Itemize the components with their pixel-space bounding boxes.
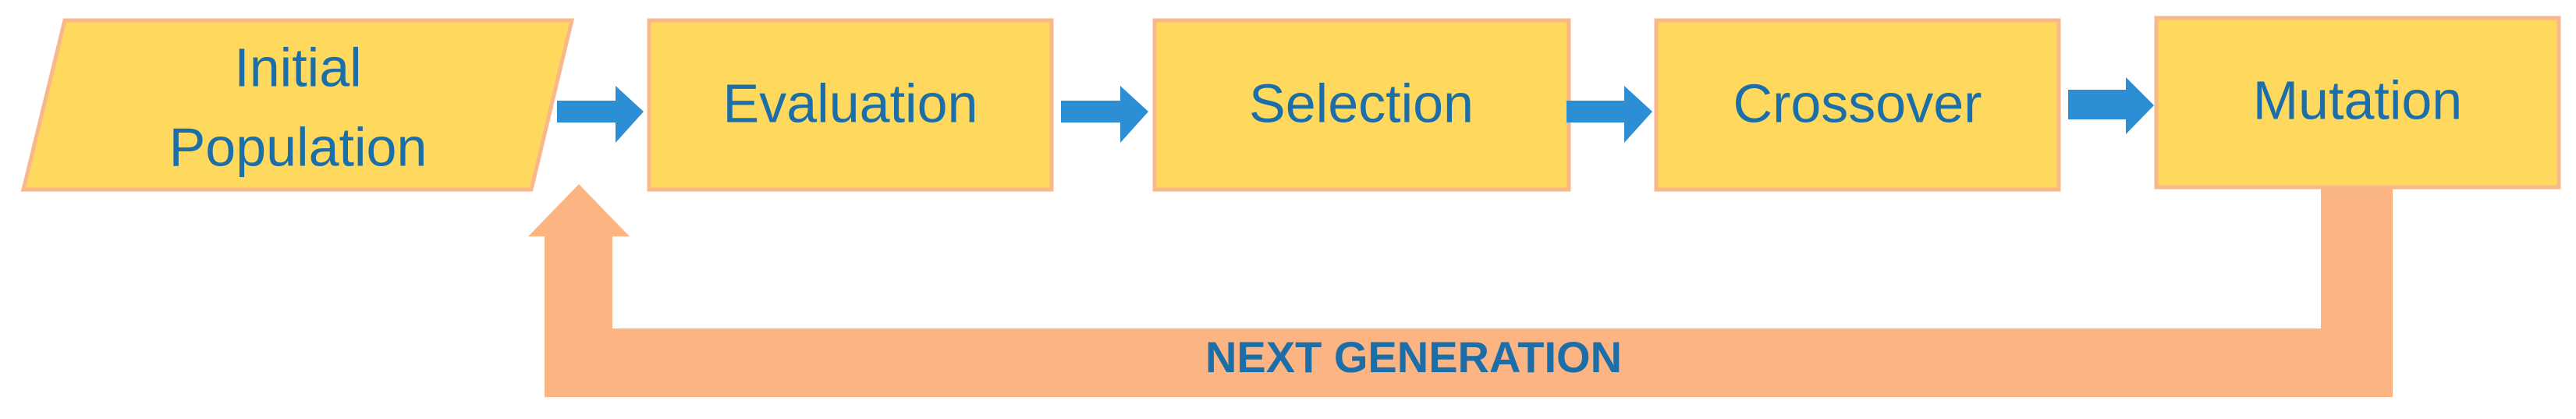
- arrow-right-icon: [557, 86, 644, 143]
- evaluation-box: [647, 18, 1054, 192]
- step-crossover: Crossover: [1654, 18, 2061, 192]
- arrow-right-icon: [1567, 86, 1652, 143]
- evaluation-label: Evaluation: [723, 73, 978, 133]
- step-initial-population: Initial Population: [20, 18, 575, 192]
- loop-arrowhead-up: [528, 184, 630, 397]
- selection-label: Selection: [1249, 73, 1474, 133]
- arrow-right-icon: [2068, 77, 2154, 134]
- crossover-box: [1654, 18, 2061, 192]
- initial-population-line-2: Population: [169, 116, 428, 177]
- crossover-label: Crossover: [1733, 73, 1982, 133]
- loop-horizontal: [545, 328, 2393, 397]
- next-generation-loop-arrow: [528, 184, 2393, 397]
- arrow-right-icon: [1061, 86, 1148, 143]
- next-generation-label: NEXT GENERATION: [1205, 332, 1622, 382]
- step-selection: Selection: [1152, 18, 1571, 192]
- parallelogram-shape: [20, 18, 575, 192]
- mutation-label: Mutation: [2253, 69, 2462, 130]
- initial-population-line-1: Initial: [234, 37, 361, 98]
- step-mutation: Mutation: [2154, 16, 2561, 190]
- step-evaluation: Evaluation: [647, 18, 1054, 192]
- mutation-box: [2154, 16, 2561, 190]
